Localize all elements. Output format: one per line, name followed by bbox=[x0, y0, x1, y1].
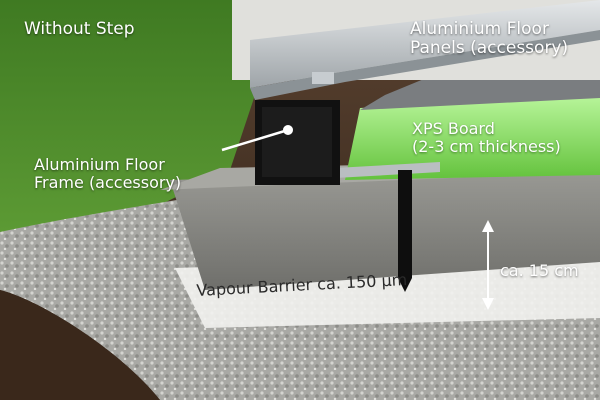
ground-anchor bbox=[398, 170, 412, 278]
ground-anchor-tip bbox=[398, 278, 412, 292]
height-arrow-bottom bbox=[482, 298, 494, 310]
concrete-slab bbox=[170, 168, 600, 290]
frame-pointer-dot bbox=[283, 125, 293, 135]
label-floor-panels: Aluminium Floor Panels (accessory) bbox=[410, 19, 569, 59]
label-xps-board: XPS Board (2-3 cm thickness) bbox=[412, 120, 561, 156]
height-arrow-top bbox=[482, 220, 494, 232]
frame-profile-inner bbox=[262, 107, 332, 177]
label-floor-panels-line1: Aluminium Floor bbox=[410, 19, 549, 39]
label-slab-height: ca. 15 cm bbox=[500, 261, 579, 280]
diagram-title: Without Step bbox=[24, 19, 135, 39]
label-floor-panels-line2: Panels (accessory) bbox=[410, 38, 569, 59]
frame-pointer-line bbox=[221, 128, 289, 152]
grass-lawn bbox=[0, 0, 255, 232]
aluminium-rail bbox=[250, 0, 600, 88]
xps-board bbox=[345, 96, 600, 180]
label-xps-board-line2: (2-3 cm thickness) bbox=[412, 136, 561, 156]
bolt-head bbox=[312, 72, 334, 84]
label-floor-frame: Aluminium Floor Frame (accessory) bbox=[34, 156, 181, 192]
label-xps-board-line1: XPS Board bbox=[412, 119, 495, 138]
aluminium-rail-lip bbox=[250, 30, 600, 100]
label-floor-frame-line2: Frame (accessory) bbox=[34, 172, 182, 192]
mounting-bracket bbox=[335, 162, 440, 178]
label-floor-frame-line1: Aluminium Floor bbox=[34, 155, 165, 174]
soil-foreground bbox=[0, 290, 160, 400]
